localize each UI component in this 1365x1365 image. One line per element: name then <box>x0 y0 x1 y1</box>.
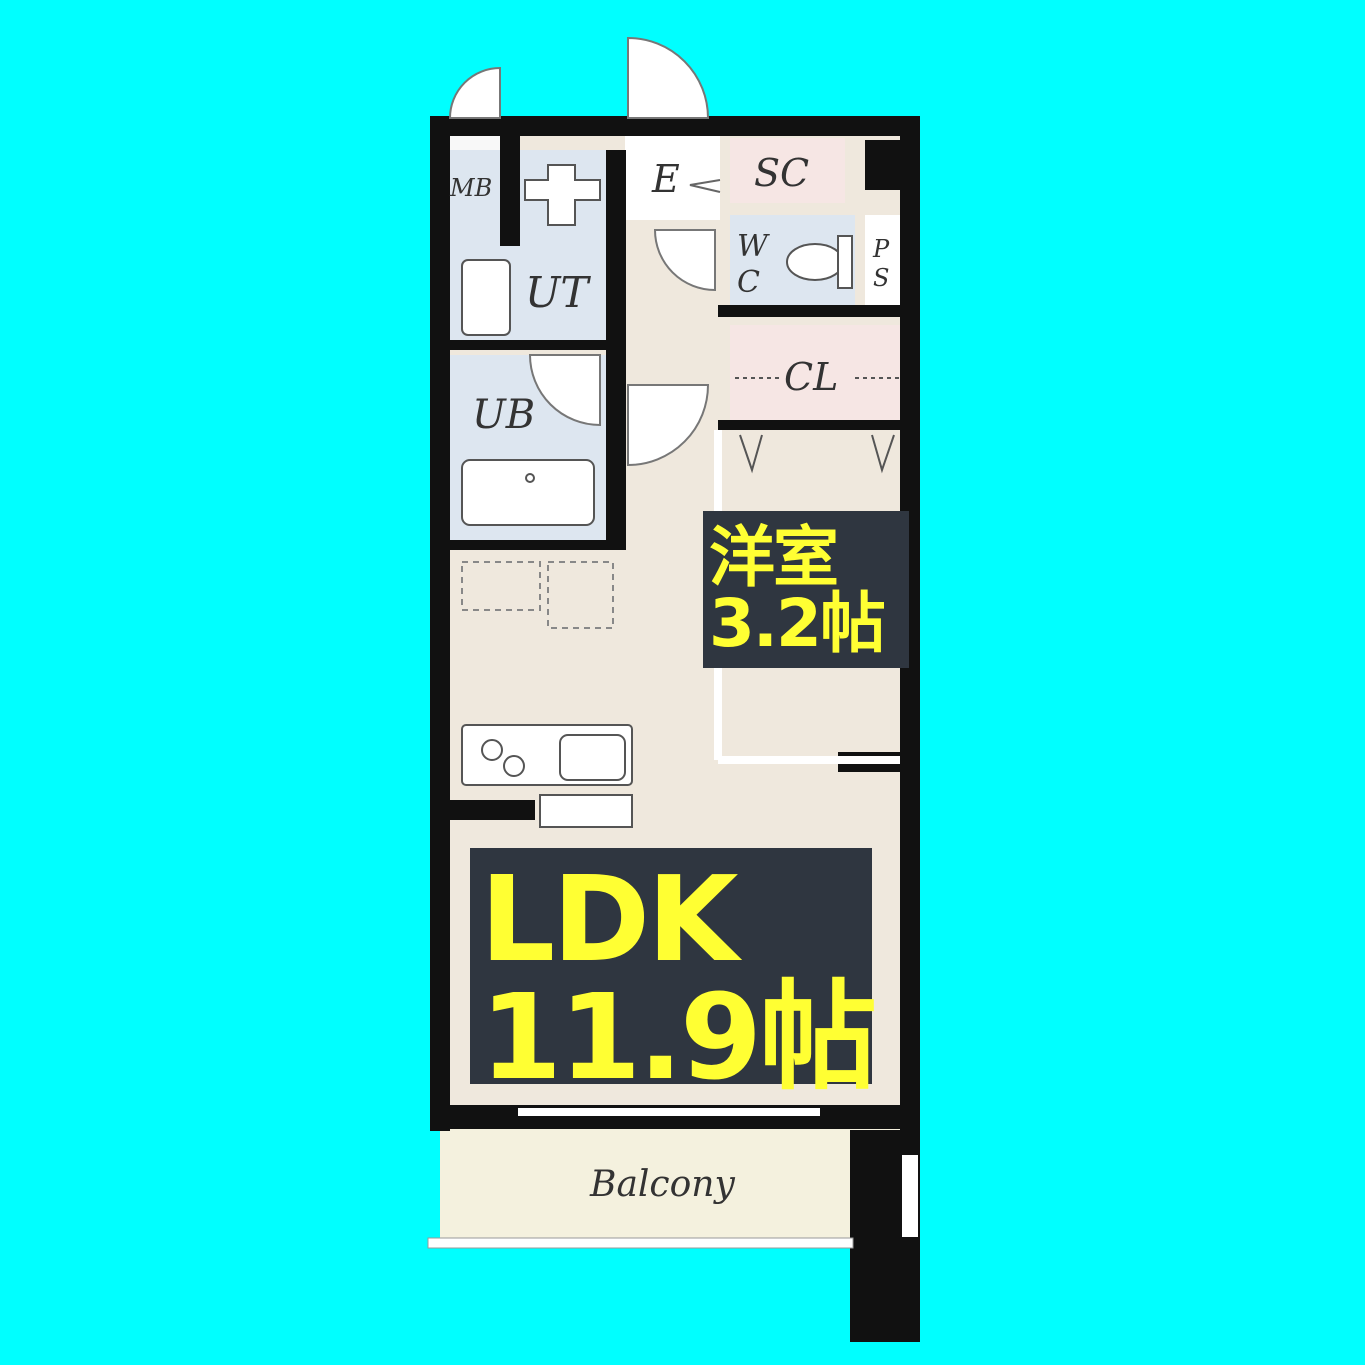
ldk-label: LDK 11.9帖 <box>470 848 877 1096</box>
mb-label: MB <box>449 174 492 202</box>
closet-area <box>730 325 900 420</box>
fixtures <box>461 164 853 828</box>
ldk-size: 11.9帖 <box>480 968 877 1106</box>
fridge-space <box>461 561 614 629</box>
ldk-name: LDK <box>480 850 739 988</box>
wc-label-c: C <box>737 265 760 300</box>
western-room-label: 洋室 3.2帖 <box>703 511 909 668</box>
shoe-closet-label: SC <box>754 151 809 195</box>
western-room-size: 3.2帖 <box>709 585 886 662</box>
wc-label-w: W <box>737 229 770 264</box>
balcony-side-rail <box>902 1155 918 1237</box>
ps-label-p: P <box>872 235 890 263</box>
ps-label-s: S <box>873 264 889 292</box>
western-room-name: 洋室 <box>709 519 839 596</box>
entrance-label: E <box>651 157 680 201</box>
doors <box>448 36 716 467</box>
balcony-label: Balcony <box>589 1164 735 1205</box>
utility-label: UT <box>525 268 591 317</box>
closet-label: CL <box>784 355 838 399</box>
ps-area <box>865 215 900 310</box>
shoe-closet-area <box>730 138 845 203</box>
balcony-rail <box>427 1237 854 1249</box>
balcony-area <box>440 1128 900 1238</box>
unit-bath-label: UB <box>472 392 535 438</box>
closet-doors <box>689 179 900 474</box>
walls <box>430 116 920 1342</box>
entrance-area <box>625 135 720 220</box>
